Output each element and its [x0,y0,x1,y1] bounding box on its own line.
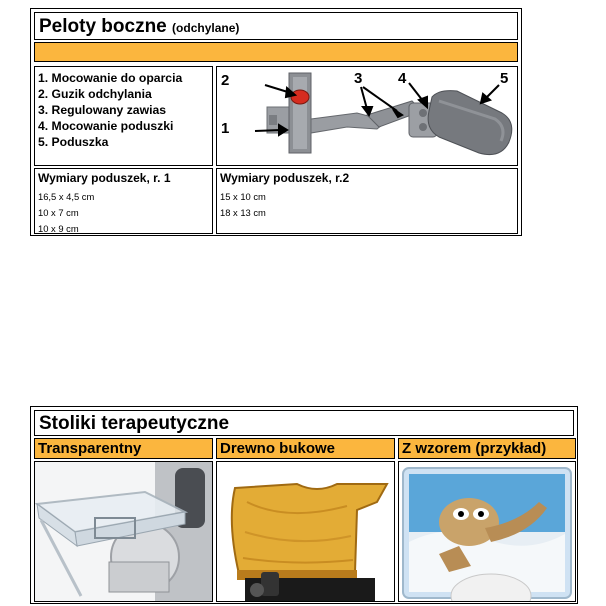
dimension-value: 15 x 10 cm [220,191,266,202]
parts-list-item: 5. Poduszka [38,135,109,149]
therapy-trays-section: Stoliki terapeutyczne Transparentny Drew… [30,406,578,604]
parts-list-item: 3. Regulowany zawias [38,103,167,117]
dimension-value: 18 x 13 cm [220,207,266,218]
release-button-dot [290,89,310,105]
dimensions-heading: Wymiary poduszek, r.2 [220,171,350,185]
parts-list-item: 4. Mocowanie poduszki [38,119,174,133]
transparent-tray-photo [34,461,213,602]
tray-label-beech: Drewno bukowe [216,438,395,459]
tray-label-transparent: Transparentny [34,438,213,459]
callout-label: 4 [398,70,407,87]
callout-label: 5 [500,70,509,87]
section-title: Peloty boczne (odchylane) [34,12,518,40]
dimension-value: 10 x 7 cm [38,207,79,218]
dimension-value: 10 x 9 cm [38,223,79,234]
dimension-value: 16,5 x 4,5 cm [38,191,95,202]
beech-tray-photo [216,461,395,602]
callout-label: 3 [354,70,363,87]
section-title: Stoliki terapeutyczne [34,410,574,436]
parts-list-item: 1. Mocowanie do oparcia [38,71,183,85]
lateral-pad-illustration: 2 1 3 4 5 [216,66,518,166]
pattern-tray-photo [398,461,576,602]
section-title-text: Peloty boczne [39,16,167,37]
tray-label-pattern: Z wzorem (przykład) [398,438,576,459]
pad-dimensions-size1: Wymiary poduszek, r. 1 16,5 x 4,5 cm 10 … [34,168,213,234]
parts-list-item: 2. Guzik odchylania [38,87,152,101]
pad-dimensions-size2: Wymiary poduszek, r.2 15 x 10 cm 18 x 13… [216,168,518,234]
parts-list: 1. Mocowanie do oparcia 2. Guzik odchyla… [34,66,213,166]
accent-bar [34,42,518,62]
section-subtitle: (odchylane) [172,21,240,35]
lateral-pads-section: Peloty boczne (odchylane) 1. Mocowanie d… [30,8,522,236]
callout-label: 2 [221,72,230,89]
dimensions-heading: Wymiary poduszek, r. 1 [38,171,171,185]
callout-label: 1 [221,120,230,137]
